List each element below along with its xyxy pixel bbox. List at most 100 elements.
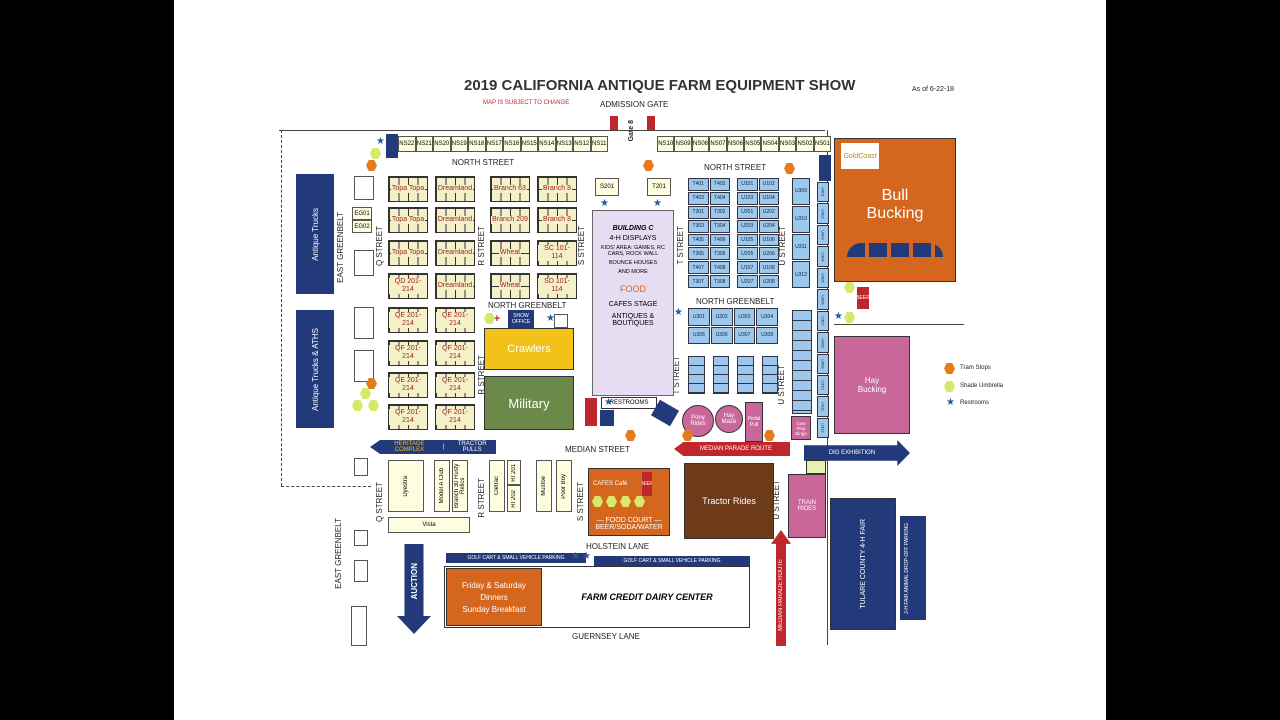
- ns-booth: NS17: [485, 136, 503, 152]
- u-booth: U309: [792, 178, 810, 205]
- shade-umbrella: [484, 313, 495, 324]
- small-stand-1: [585, 398, 597, 426]
- median-street: MEDIAN STREET: [565, 445, 630, 454]
- median-parade-arrow-left: MEDIAN PARADE ROUTE: [674, 442, 790, 456]
- restroom-star: ★: [674, 307, 683, 318]
- u-side-booth: U406: [817, 289, 829, 310]
- legend-tram-label: Tram Stops: [960, 365, 991, 371]
- building-c-kids: KIDS' AREA: GAMES, RC CARS, ROCK WALL: [600, 245, 665, 257]
- t-booth: T405: [688, 233, 709, 247]
- ns-booth: NS19: [450, 136, 468, 152]
- t-booth: T401: [688, 178, 709, 191]
- median-parade-arrow-up: MEDIAN PARADE ROUTE: [771, 530, 791, 646]
- restroom-star: ★: [546, 313, 555, 324]
- shade-umbrella: [606, 496, 617, 507]
- ns-booth: NS04: [761, 136, 779, 152]
- u-booth: U101: [737, 178, 758, 191]
- guernsey-lane: GUERNSEY LANE: [572, 632, 640, 641]
- u-booth: U202: [758, 205, 779, 219]
- u-booth: U107: [737, 261, 758, 275]
- block-sc: SC 101-114: [537, 240, 577, 266]
- u-booth: U310: [792, 205, 810, 233]
- breakfast-line: Sunday Breakfast: [462, 604, 526, 614]
- building-c-4h: 4-H DISPLAYS: [609, 235, 657, 242]
- shade-umbrella: [352, 400, 363, 411]
- dinners-line-1: Friday & Saturday: [461, 580, 527, 590]
- dinners-line-2: Dinners: [480, 592, 508, 602]
- shade-umbrella: [368, 400, 379, 411]
- booth-ri201: RI 201: [507, 460, 521, 485]
- pony-rides: Pony Rides: [682, 405, 714, 437]
- u-booth: U312: [792, 261, 810, 288]
- block-dreamland-2: Dreamland: [435, 207, 475, 233]
- north-greenbelt-left: NORTH GREENBELT: [488, 301, 567, 310]
- t-booth: T402: [709, 178, 730, 191]
- t-booth: T302: [709, 205, 730, 219]
- t-booth: T404: [709, 191, 730, 205]
- block-qe-3: QE 201-214: [388, 372, 428, 398]
- t-booth: T305: [688, 247, 709, 261]
- u-side-booth: U402: [817, 203, 829, 224]
- legend-restroom-label: Restrooms: [960, 400, 990, 406]
- block-qf-2: QF 201-214: [435, 340, 475, 366]
- block-qf-3: QF 201-214: [388, 404, 428, 430]
- admission-gate-label: ADMISSION GATE: [600, 100, 669, 109]
- shade-umbrella: [634, 496, 645, 507]
- crawlers-area: Crawlers: [484, 328, 574, 370]
- block-qd: QD 201-214: [388, 273, 428, 299]
- u-booth: U207: [737, 275, 758, 288]
- block-sd: SD 101-114: [537, 273, 577, 299]
- t-booth: T301: [688, 205, 709, 219]
- tram-stop: [366, 160, 377, 171]
- train-rides-area: TRAIN RIDES: [788, 474, 826, 538]
- pedal-pull: Pedal Pull: [745, 402, 763, 442]
- hay-maze: Hay Maze: [715, 405, 743, 433]
- t-stall-columns: [688, 356, 778, 394]
- north-greenbelt-right: NORTH GREENBELT: [696, 297, 775, 306]
- antique-trucks-area: Antique Trucks: [296, 174, 334, 294]
- u-booth: U304: [756, 308, 778, 326]
- u-side-booth: U403: [817, 224, 829, 246]
- open-lot-5: [354, 458, 368, 476]
- small-stand-2: [600, 410, 614, 426]
- tram-stop: [625, 430, 636, 441]
- dinners-breakfast-area: Friday & Saturday Dinners Sunday Breakfa…: [446, 568, 542, 626]
- u-side-booth: U410: [817, 374, 829, 396]
- block-branch-8-a: Branch 8: [537, 176, 577, 202]
- booth-vista: Vista: [388, 517, 470, 533]
- block-topa-1: Topa Topa: [388, 176, 428, 202]
- shade-umbrella: [360, 388, 371, 399]
- booth-ri202: RI 202: [507, 485, 521, 512]
- ns-booth: NS15: [520, 136, 538, 152]
- restroom-star: ★: [834, 311, 843, 322]
- booth-s201: S201: [595, 178, 619, 196]
- t-booth: T406: [709, 233, 730, 247]
- block-qf-4: QF 201-214: [435, 404, 475, 430]
- u-side-booth: U401: [817, 182, 829, 203]
- legend-tram-icon: [944, 363, 955, 374]
- shade-umbrella: [592, 496, 603, 507]
- restroom-star: ★: [600, 198, 609, 209]
- building-c: BUILDING C 4-H DISPLAYS KIDS' AREA: GAME…: [592, 210, 674, 396]
- bull-bucking-area: GoldCoast Bull Bucking: [834, 138, 956, 282]
- ns-booth: NS18: [468, 136, 486, 152]
- booth-model-a: Model A Club: [434, 460, 450, 512]
- legend-shade-icon: [944, 381, 955, 392]
- s-street-bottom: S STREET: [576, 482, 585, 522]
- cafes-cafe-label: CAFES Café: [593, 481, 628, 487]
- u-street-middle: U STREET: [777, 365, 786, 405]
- north-street-right: NORTH STREET: [704, 163, 767, 172]
- u-street-top: U STREET: [778, 226, 787, 266]
- u-booth: U206: [758, 247, 779, 261]
- building-c-food: FOOD: [620, 284, 646, 294]
- cow-plop-bingo: Cow Plop Bingo: [791, 416, 811, 440]
- train-rides-small: [806, 460, 826, 474]
- east-greenbelt-top: EAST GREENBELT: [336, 212, 345, 283]
- north-street-left: NORTH STREET: [452, 158, 515, 167]
- food-court-label: — FOOD COURT —: [596, 517, 662, 524]
